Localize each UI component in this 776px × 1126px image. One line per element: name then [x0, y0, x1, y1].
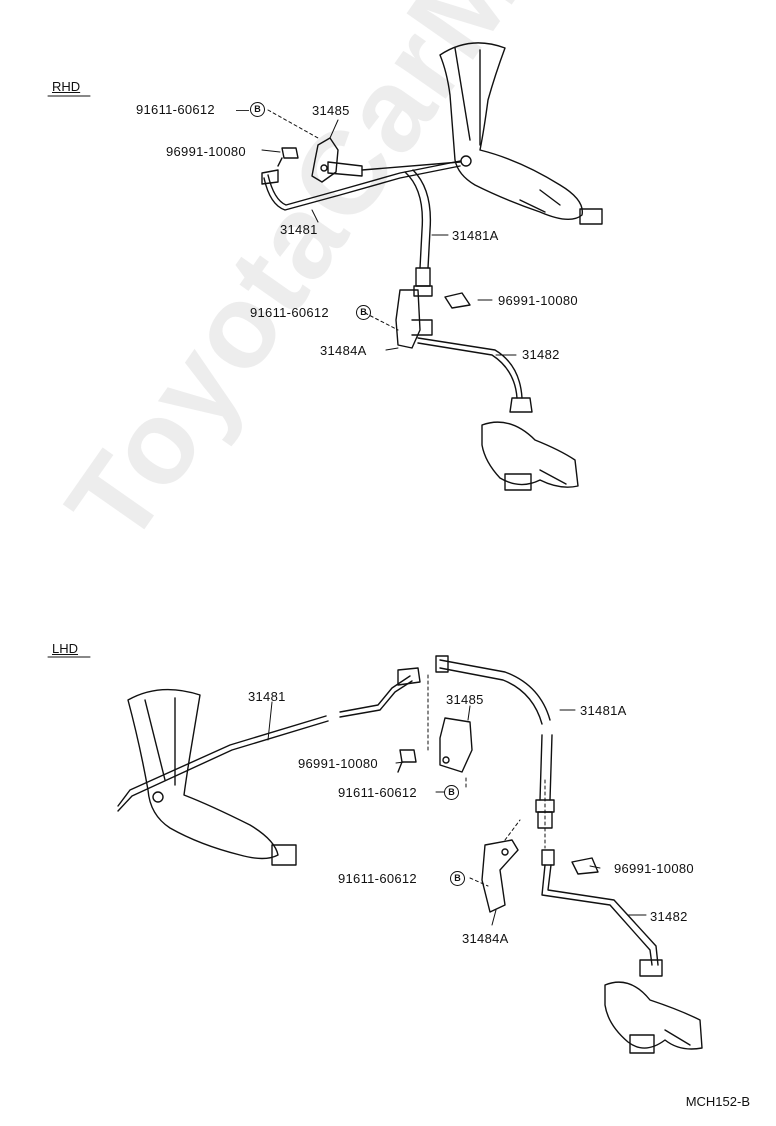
- lhd-clip-top: [397, 749, 417, 773]
- lhd-tube-31482: [541, 849, 663, 977]
- lhd-bracket-lower-label: 31484A: [462, 931, 509, 946]
- rhd-clip-lower: [444, 292, 471, 309]
- rhd-tube-upper-label: 31481: [280, 222, 318, 237]
- rhd-hose-label: 31481A: [452, 228, 499, 243]
- lhd-bracket-31485: [439, 717, 473, 773]
- rhd-clip-top: [277, 147, 299, 167]
- lhd-bracket-31484A: [481, 839, 519, 913]
- rhd-clip-lower-label: 96991-10080: [498, 293, 578, 308]
- lhd-tube-31481: [117, 667, 421, 812]
- rhd-leader-lines: [267, 109, 399, 331]
- rhd-tube-31481: [261, 160, 461, 211]
- lhd-clip-lower-label: 96991-10080: [614, 861, 694, 876]
- lhd-tube-upper-label: 31481: [248, 689, 286, 704]
- rhd-bolt-top-label: 91611-60612: [136, 102, 215, 117]
- rhd-clip-top-label: 96991-10080: [166, 144, 246, 159]
- lhd-master-cylinder: [127, 688, 297, 866]
- diagram-code: MCH152-B: [685, 1094, 750, 1109]
- lhd-release-cylinder: [604, 981, 703, 1054]
- lhd-bolt-lower-symbol: B: [450, 871, 465, 886]
- rhd-bracket-top-label: 31485: [312, 103, 350, 118]
- rhd-master-cylinder: [439, 42, 603, 225]
- lhd-leader-lines: [427, 674, 546, 887]
- rhd-bolt-lower-symbol: B: [356, 305, 371, 320]
- lhd-label-leaders: [267, 701, 647, 926]
- rhd-release-cylinder: [481, 421, 579, 491]
- lhd-hose-31481A: [435, 655, 555, 829]
- lhd-hose-label: 31481A: [580, 703, 627, 718]
- rhd-bolt-lower-label: 91611-60612: [250, 305, 329, 320]
- lhd-clip-top-label: 96991-10080: [298, 756, 378, 771]
- lhd-bolt-top-symbol: B: [444, 785, 459, 800]
- lhd-tube-lower-label: 31482: [650, 909, 688, 924]
- rhd-bracket-31485: [311, 137, 339, 183]
- rhd-bolt-top-symbol: B: [250, 102, 265, 117]
- rhd-bracket-31484A: [395, 289, 433, 349]
- rhd-hose-31481A: [404, 169, 433, 297]
- rhd-tube-lower-label: 31482: [522, 347, 560, 362]
- lhd-bracket-top-label: 31485: [446, 692, 484, 707]
- rhd-bracket-lower-label: 31484A: [320, 343, 367, 358]
- rhd-section-label: RHD: [52, 79, 81, 94]
- lhd-bolt-top-label: 91611-60612: [338, 785, 417, 800]
- rhd-tube-31482: [417, 337, 533, 413]
- lhd-bolt-lower-label: 91611-60612: [338, 871, 417, 886]
- lhd-section-label: LHD: [52, 641, 79, 656]
- lhd-clip-lower: [571, 857, 599, 875]
- rhd-label-leaders: [261, 119, 517, 356]
